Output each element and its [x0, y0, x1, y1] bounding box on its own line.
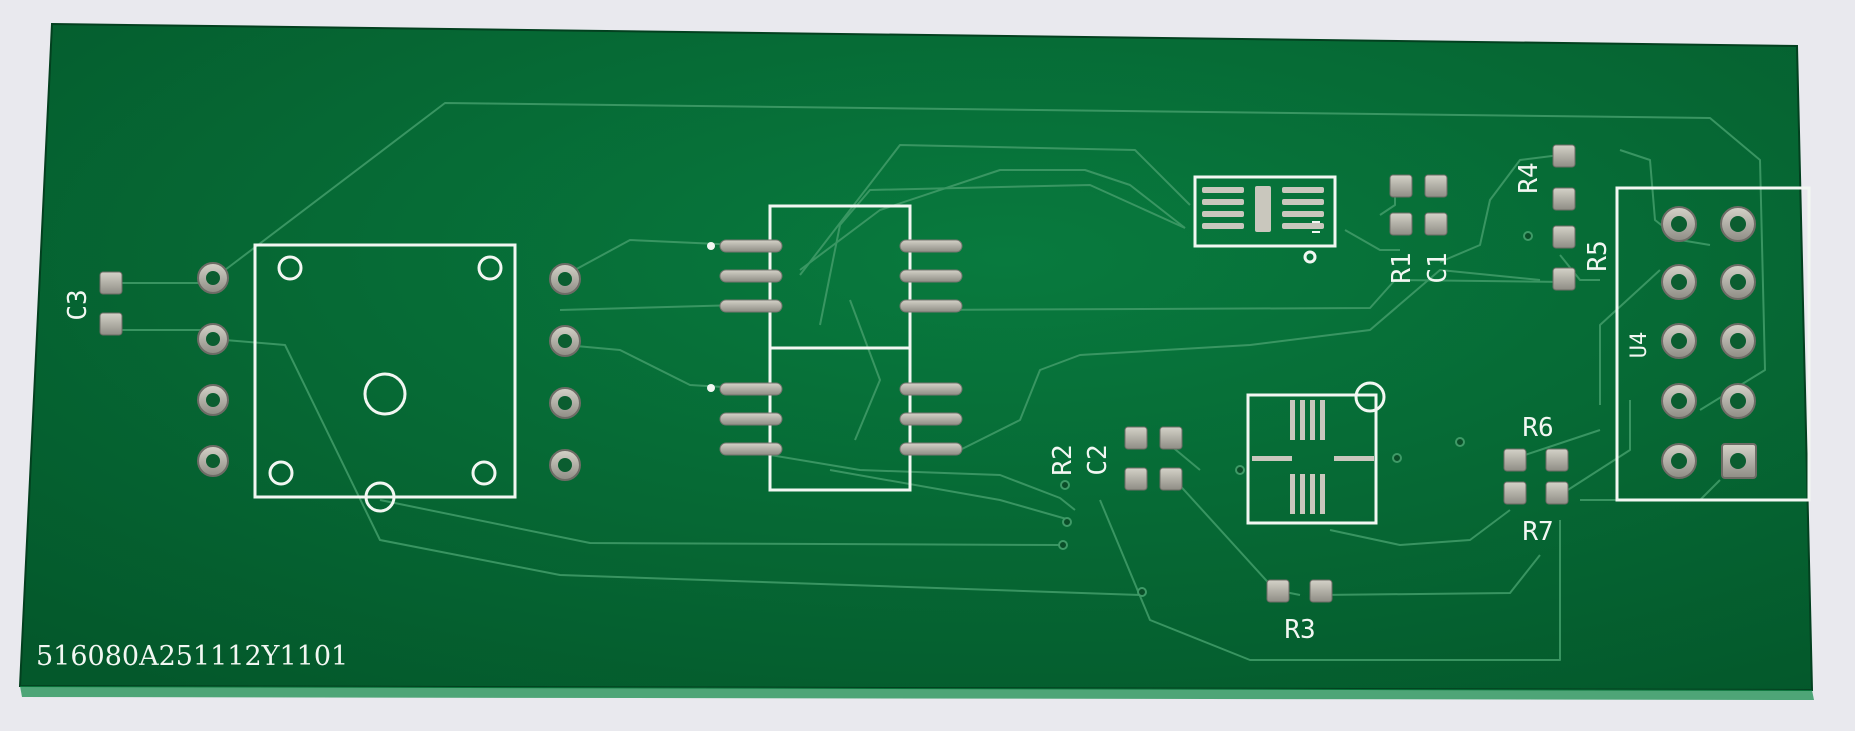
- label-r4: R4: [1514, 162, 1544, 193]
- qfn-outline: [1246, 393, 1378, 525]
- copper-traces: [105, 102, 1766, 661]
- through-hole-pads: [197, 206, 1757, 481]
- silkscreen-outlines: [253, 175, 1811, 525]
- ic-u1-pads: [1202, 186, 1324, 232]
- smd-passive-pads: [99, 144, 1576, 603]
- qfn-pads: [1252, 400, 1374, 514]
- soic-pads: [719, 239, 963, 456]
- connector-u4-outline: [1615, 186, 1811, 502]
- switch-outline: [253, 243, 517, 499]
- label-r7: R7: [1522, 517, 1553, 547]
- label-u4: U4: [1627, 332, 1652, 359]
- vias: [1058, 231, 1533, 597]
- board-serial-number: 516080A251112Y1101: [36, 641, 348, 672]
- label-r3: R3: [1284, 615, 1315, 645]
- label-r2: R2: [1048, 444, 1078, 475]
- ic-u1-outline: [1193, 175, 1337, 248]
- label-r6: R6: [1522, 413, 1553, 443]
- label-r1: R1: [1387, 252, 1417, 283]
- pcb-board: [18, 22, 1814, 692]
- label-c1: C1: [1423, 252, 1453, 283]
- label-c3: C3: [63, 289, 93, 320]
- label-c2: C2: [1083, 444, 1113, 475]
- label-r5: R5: [1583, 240, 1613, 271]
